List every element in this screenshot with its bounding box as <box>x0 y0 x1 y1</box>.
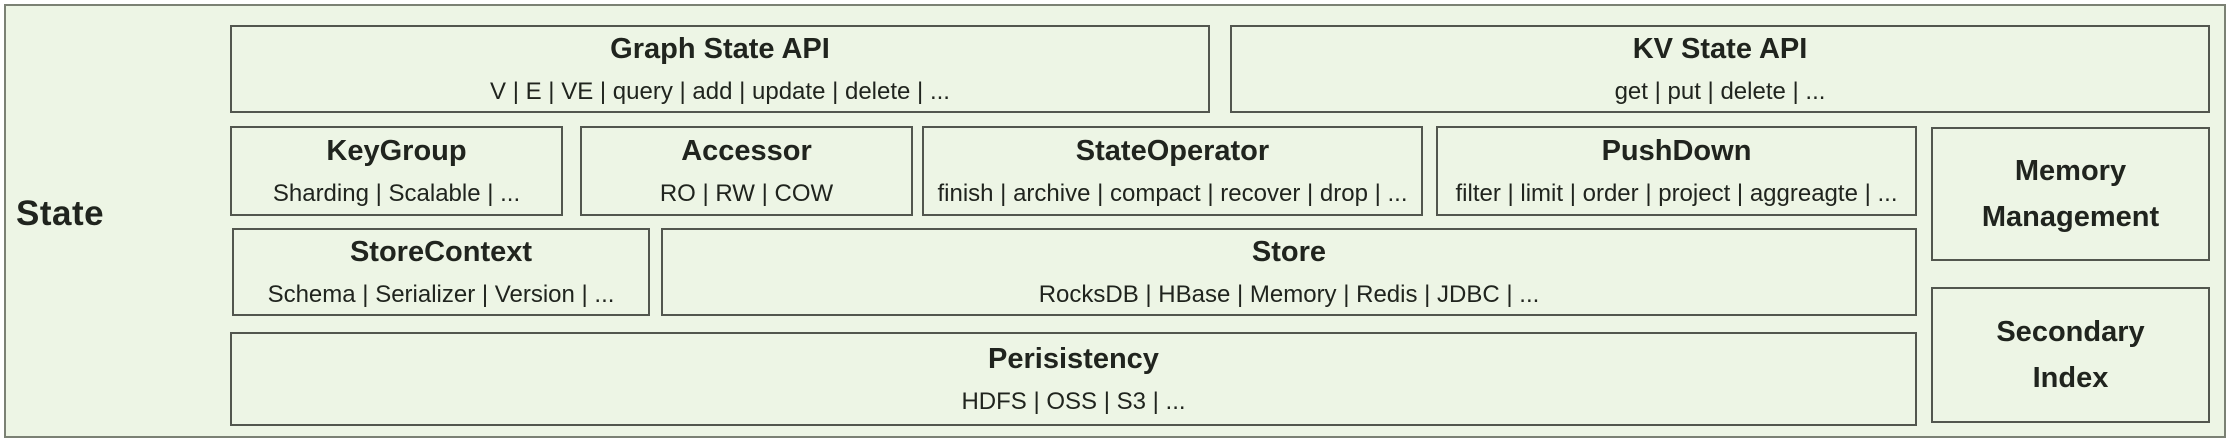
store-title: Store <box>1251 235 1327 268</box>
keygroup-title: KeyGroup <box>326 134 467 167</box>
memory-management-title: Memory Management <box>1981 154 2160 233</box>
box-graph-state-api: Graph State API V | E | VE | query | add… <box>230 25 1210 113</box>
box-store-context: StoreContext Schema | Serializer | Versi… <box>232 228 650 316</box>
box-perisistency: Perisistency HDFS | OSS | S3 | ... <box>230 332 1917 426</box>
box-secondary-index: Secondary Index <box>1931 287 2210 423</box>
accessor-title: Accessor <box>681 134 812 167</box>
box-accessor: Accessor RO | RW | COW <box>580 126 913 216</box>
state-operator-subtitle: finish | archive | compact | recover | d… <box>937 179 1408 207</box>
pushdown-title: PushDown <box>1601 134 1752 167</box>
pushdown-subtitle: filter | limit | order | project | aggre… <box>1455 179 1898 207</box>
box-kv-state-api: KV State API get | put | delete | ... <box>1230 25 2210 113</box>
secondary-index-title: Secondary Index <box>1996 315 2145 394</box>
state-panel: State Graph State API V | E | VE | query… <box>4 4 2226 438</box>
store-context-title: StoreContext <box>349 235 533 268</box>
kv-state-api-title: KV State API <box>1632 32 1808 65</box>
accessor-subtitle: RO | RW | COW <box>659 179 834 207</box>
perisistency-title: Perisistency <box>988 342 1159 375</box>
store-subtitle: RocksDB | HBase | Memory | Redis | JDBC … <box>1038 280 1540 308</box>
box-memory-management: Memory Management <box>1931 127 2210 261</box>
kv-state-api-subtitle: get | put | delete | ... <box>1614 77 1826 105</box>
perisistency-subtitle: HDFS | OSS | S3 | ... <box>961 387 1186 415</box>
keygroup-subtitle: Sharding | Scalable | ... <box>272 179 521 207</box>
store-context-subtitle: Schema | Serializer | Version | ... <box>267 280 615 308</box>
graph-state-api-title: Graph State API <box>610 32 830 65</box>
box-keygroup: KeyGroup Sharding | Scalable | ... <box>230 126 563 216</box>
box-pushdown: PushDown filter | limit | order | projec… <box>1436 126 1917 216</box>
state-operator-title: StateOperator <box>1075 134 1270 167</box>
graph-state-api-subtitle: V | E | VE | query | add | update | dele… <box>490 77 950 105</box>
state-panel-label: State <box>16 194 105 233</box>
box-store: Store RocksDB | HBase | Memory | Redis |… <box>661 228 1917 316</box>
box-state-operator: StateOperator finish | archive | compact… <box>922 126 1423 216</box>
